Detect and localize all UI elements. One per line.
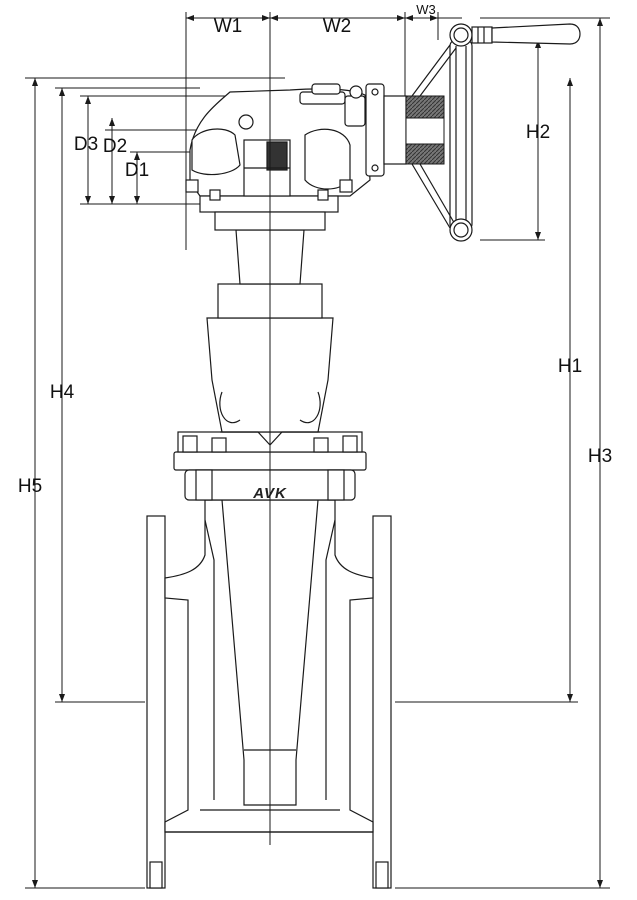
label-h4: H4 — [50, 382, 75, 403]
gear-shaft — [266, 141, 288, 171]
left-flange — [146, 515, 166, 889]
coupling-block-bottom — [405, 143, 445, 165]
crank-handle — [471, 23, 581, 45]
dimension-arrows — [32, 15, 603, 888]
label-w1: W1 — [214, 16, 243, 37]
label-d3: D3 — [74, 134, 98, 155]
dimension-labels: W1 W2 W3 H2 H1 H3 H4 H5 D3 D2 D1 — [18, 2, 612, 497]
label-h3: H3 — [588, 446, 612, 467]
label-h2: H2 — [526, 122, 550, 143]
label-d2: D2 — [103, 136, 127, 157]
gearbox — [185, 83, 407, 231]
label-h5: H5 — [18, 476, 42, 497]
valve-body — [146, 499, 392, 889]
brand-mark: AVK — [252, 485, 287, 502]
coupling-block-top — [405, 95, 445, 119]
label-d1: D1 — [125, 160, 149, 181]
label-w3: W3 — [416, 2, 436, 17]
right-flange — [372, 515, 392, 889]
label-w2: W2 — [323, 16, 352, 37]
label-h1: H1 — [558, 356, 582, 377]
